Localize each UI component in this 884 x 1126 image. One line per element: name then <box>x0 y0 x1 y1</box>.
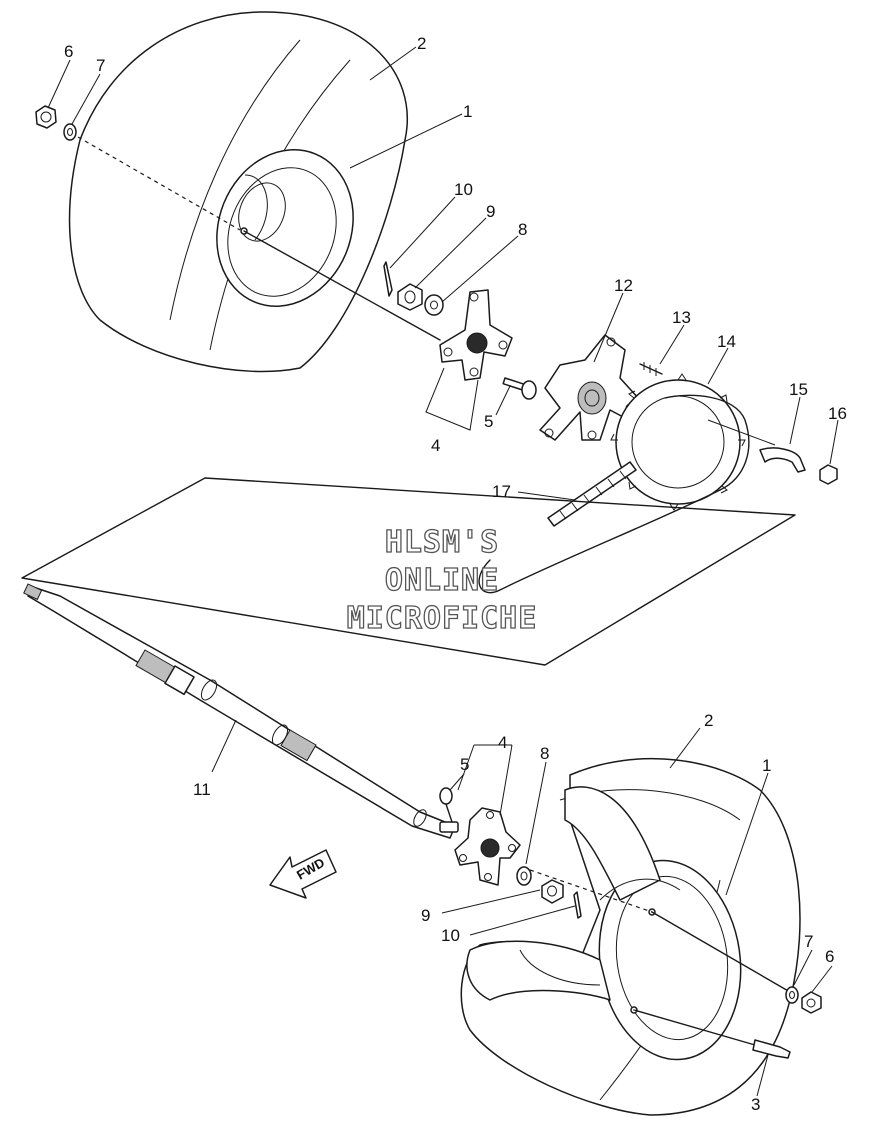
chain <box>547 461 637 527</box>
callout-8-top: 8 <box>518 220 527 239</box>
callout-15: 15 <box>789 380 808 399</box>
chain-adjuster <box>759 447 806 473</box>
callout-4-bottom: 4 <box>498 733 507 752</box>
adjuster-line <box>707 419 776 446</box>
callout-8-bottom: 8 <box>540 744 549 763</box>
callout-2-bottom: 2 <box>704 711 713 730</box>
leader-lines <box>47 46 839 1097</box>
callout-labels: 2 1 6 7 10 9 8 12 13 14 15 16 4 5 17 11 … <box>64 34 847 1114</box>
watermark-line-2: ONLINE <box>385 563 499 598</box>
callout-4-top: 4 <box>431 436 440 455</box>
callout-11: 11 <box>193 780 211 799</box>
watermark: HLSM'S ONLINE MICROFICHE <box>346 524 538 636</box>
callout-6-top: 6 <box>64 42 73 61</box>
callout-3: 3 <box>751 1095 760 1114</box>
watermark-line-1: HLSM'S <box>385 525 499 560</box>
top-axis-line <box>77 136 241 231</box>
adjuster-nut <box>819 464 838 485</box>
fwd-arrow: FWD <box>269 849 337 899</box>
callout-7-top: 7 <box>96 56 105 75</box>
top-hub <box>439 289 513 381</box>
sprocket-hub <box>539 334 641 441</box>
bottom-washer-7 <box>785 986 799 1004</box>
bottom-hub-bolt <box>439 787 459 833</box>
callout-14: 14 <box>717 332 736 351</box>
callout-13: 13 <box>672 308 691 327</box>
shaft-frame-lines <box>21 477 796 666</box>
top-tire <box>68 11 408 373</box>
bottom-axis-line-2 <box>651 911 791 993</box>
top-washer <box>63 123 77 141</box>
bottom-tire <box>460 757 801 1116</box>
bottom-washer-8 <box>516 866 532 886</box>
bottom-axis-line <box>529 869 653 913</box>
callout-5-bottom: 5 <box>460 755 469 774</box>
callout-7-bottom: 7 <box>804 932 813 951</box>
sprocket-stud <box>639 362 663 376</box>
top-cotter-pin <box>383 261 393 297</box>
bottom-castle-nut <box>541 879 564 904</box>
top-nut <box>35 105 57 129</box>
callout-10-bottom: 10 <box>441 926 460 945</box>
top-castle-nut <box>397 283 423 311</box>
bottom-hub <box>454 807 521 886</box>
valve-stem <box>633 1009 791 1059</box>
callout-2-top: 2 <box>417 34 426 53</box>
callout-1-bottom: 1 <box>762 756 771 775</box>
bottom-cotter-pin <box>573 891 582 919</box>
axle-shaft <box>23 583 456 839</box>
callout-16: 16 <box>828 404 847 423</box>
callout-12: 12 <box>614 276 633 295</box>
callout-9-bottom: 9 <box>421 906 430 925</box>
callout-1-top: 1 <box>463 102 472 121</box>
callout-9-top: 9 <box>486 202 495 221</box>
top-axis-line-2 <box>243 230 441 341</box>
sprocket <box>610 373 746 511</box>
callout-5-top: 5 <box>484 412 493 431</box>
chain-loop-upper <box>664 394 750 491</box>
chain-loop-lower <box>478 489 721 594</box>
callout-10-top: 10 <box>454 180 473 199</box>
callout-6-bottom: 6 <box>825 947 834 966</box>
callout-17: 17 <box>492 482 511 501</box>
top-hub-bolt <box>502 377 537 400</box>
top-washer-8 <box>424 294 444 316</box>
watermark-line-3: MICROFICHE <box>347 601 538 636</box>
bottom-nut-6 <box>801 991 822 1014</box>
